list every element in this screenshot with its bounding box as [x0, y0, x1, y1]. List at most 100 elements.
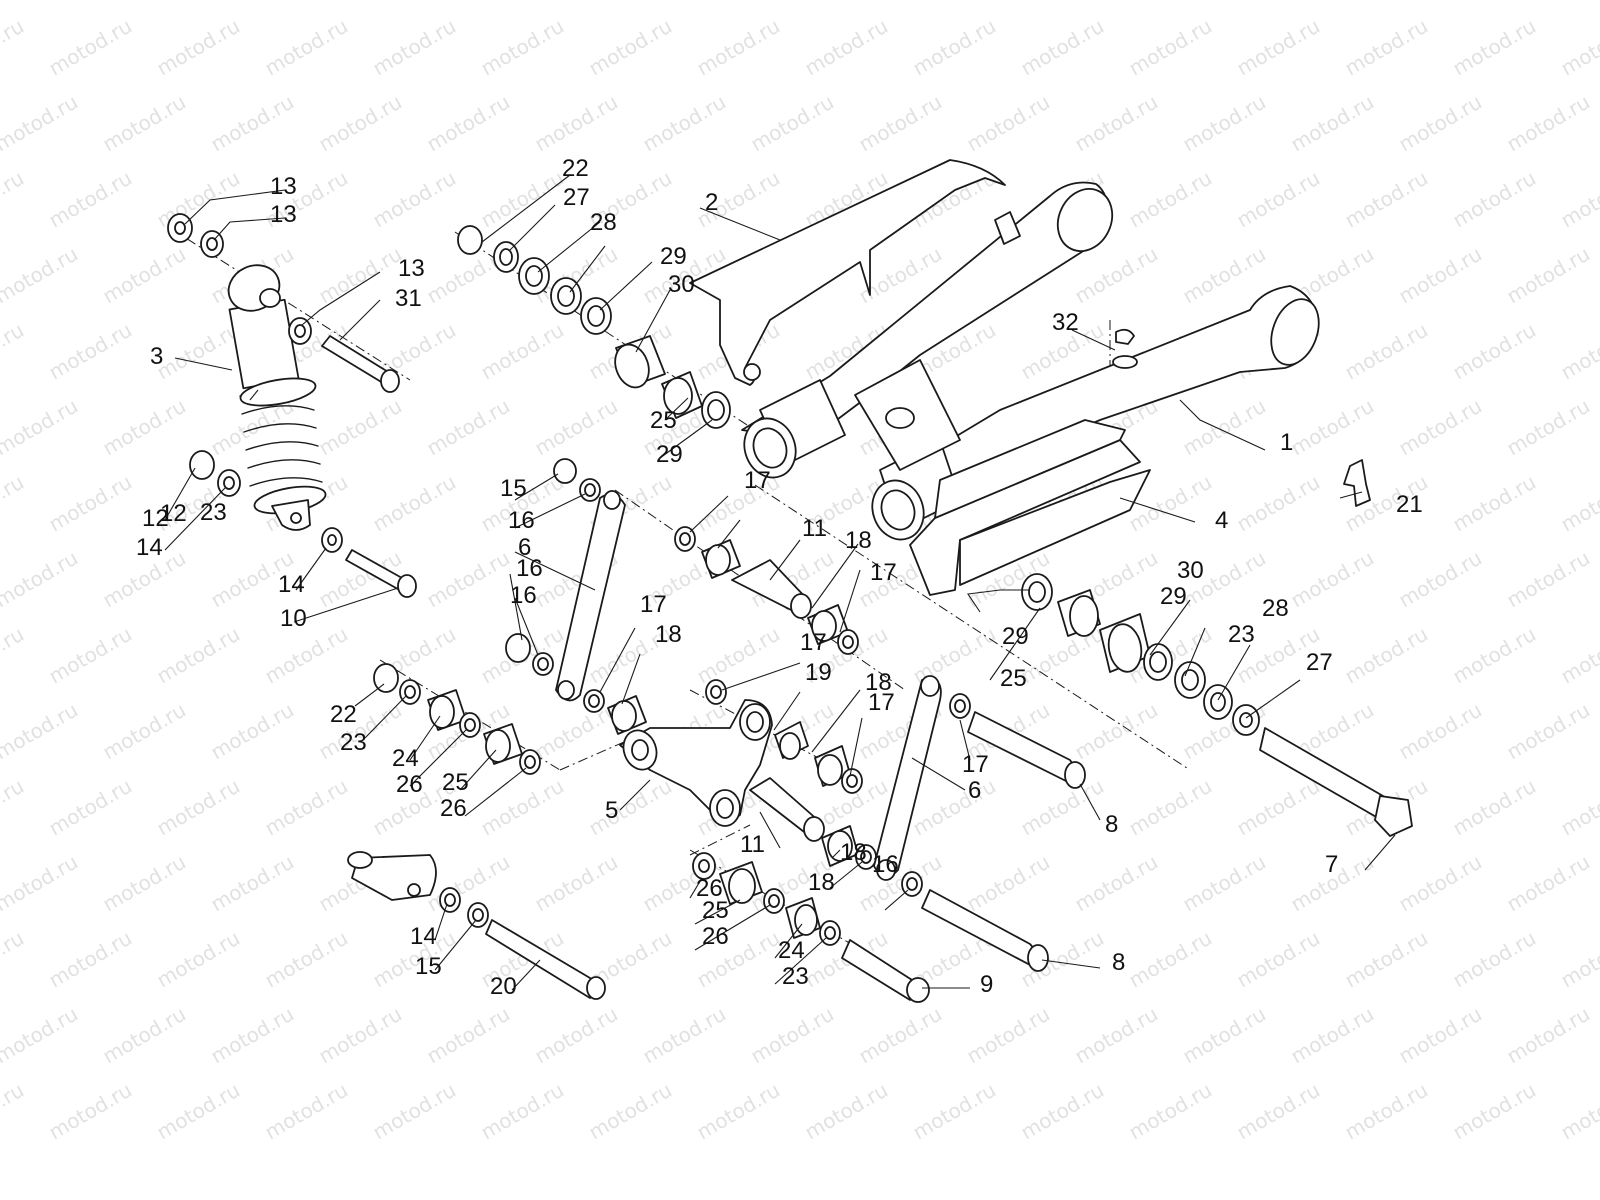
callout-number: 25 — [442, 769, 469, 796]
callout-number: 26 — [696, 875, 723, 902]
watermark-text: motod.ru — [0, 14, 28, 81]
callout-number: 29 — [656, 441, 683, 468]
watermark-text: motod.ru — [45, 470, 136, 537]
watermark-text: motod.ru — [1287, 1002, 1378, 1069]
watermark-text: motod.ru — [693, 622, 784, 689]
callout-number: 25 — [650, 407, 677, 434]
watermark-text: motod.ru — [99, 1002, 190, 1069]
watermark-text: motod.ru — [1287, 546, 1378, 613]
callout-number: 10 — [280, 605, 307, 632]
callout-number: 29 — [1002, 623, 1029, 650]
callout-number: 26 — [440, 795, 467, 822]
callout-number: 22 — [330, 701, 357, 728]
callout-number: 15 — [415, 953, 442, 980]
callout-number: 16 — [516, 555, 543, 582]
callout-number: 5 — [605, 797, 618, 824]
callout-number: 24 — [392, 745, 419, 772]
watermark-text: motod.ru — [1071, 1002, 1162, 1069]
callout-number: 17 — [800, 629, 827, 656]
callout-number: 18 — [840, 839, 867, 866]
watermark-text: motod.ru — [261, 14, 352, 81]
watermark-text: motod.ru — [0, 318, 28, 385]
watermark-text: motod.ru — [1071, 698, 1162, 765]
callout-number: 20 — [490, 973, 517, 1000]
watermark-text: motod.ru — [1071, 850, 1162, 917]
watermark-text: motod.ru — [1557, 166, 1600, 233]
callout-number: 17 — [962, 751, 989, 778]
watermark-text: motod.ru — [0, 90, 82, 157]
watermark-text: motod.ru — [1503, 698, 1594, 765]
watermark-text: motod.ru — [0, 470, 28, 537]
watermark-text: motod.ru — [963, 0, 1054, 4]
watermark-text: motod.ru — [477, 166, 568, 233]
watermark-text: motod.ru — [1287, 0, 1378, 4]
watermark-text: motod.ru — [423, 1002, 514, 1069]
callout-number: 32 — [1052, 309, 1079, 336]
watermark-text: motod.ru — [1017, 1078, 1108, 1145]
chain-slider — [909, 419, 1151, 596]
watermark-text: motod.ru — [1503, 90, 1594, 157]
callout-number: 11 — [802, 515, 827, 542]
leader-lines — [164, 174, 1396, 991]
watermark-text: motod.ru — [0, 394, 82, 461]
watermark-text: motod.ru — [207, 698, 298, 765]
callout-number: 11 — [740, 831, 765, 858]
watermark-text: motod.ru — [45, 318, 136, 385]
watermark-text: motod.ru — [1557, 470, 1600, 537]
watermark-text: motod.ru — [1395, 850, 1486, 917]
watermark-text: motod.ru — [1395, 0, 1486, 4]
watermark-text: motod.ru — [1449, 470, 1540, 537]
watermark-text: motod.ru — [0, 774, 28, 841]
callout-number: 29 — [1160, 583, 1187, 610]
watermark-text: motod.ru — [1449, 14, 1540, 81]
watermark-text: motod.ru — [45, 1078, 136, 1145]
watermark-text: motod.ru — [1017, 14, 1108, 81]
watermark-text: motod.ru — [747, 0, 838, 4]
watermark-text: motod.ru — [45, 622, 136, 689]
watermark-text: motod.ru — [45, 14, 136, 81]
watermark-text: motod.ru — [477, 14, 568, 81]
watermark-text: motod.ru — [531, 1002, 622, 1069]
callout-number: 22 — [562, 155, 589, 182]
callout-number: 31 — [395, 285, 422, 312]
watermark-text: motod.ru — [45, 774, 136, 841]
watermark-text: motod.ru — [99, 242, 190, 309]
watermark-text: motod.ru — [1557, 1078, 1600, 1145]
watermark-text: motod.ru — [1503, 1002, 1594, 1069]
watermark-text: motod.ru — [1125, 774, 1216, 841]
watermark-text: motod.ru — [1341, 926, 1432, 993]
callout-number: 23 — [200, 499, 227, 526]
callout-number: 18 — [655, 621, 682, 648]
callout-number: 14 — [136, 534, 163, 561]
watermark-text: motod.ru — [909, 1078, 1000, 1145]
watermark-text: motod.ru — [207, 90, 298, 157]
watermark-text: motod.ru — [531, 90, 622, 157]
watermark-text: motod.ru — [963, 850, 1054, 917]
watermark-text: motod.ru — [99, 90, 190, 157]
watermark-text: motod.ru — [855, 90, 946, 157]
watermark-text: motod.ru — [99, 0, 190, 4]
callout-number: 16 — [508, 507, 535, 534]
callout-number: 14 — [410, 923, 437, 950]
callout-number: 6 — [968, 777, 981, 804]
callout-number: 23 — [340, 729, 367, 756]
watermark-text: motod.ru — [801, 14, 892, 81]
watermark-text: motod.ru — [1449, 622, 1540, 689]
watermark-text: motod.ru — [855, 1002, 946, 1069]
watermark-text: motod.ru — [423, 850, 514, 917]
watermark-text: motod.ru — [1125, 14, 1216, 81]
callout-number: 23 — [1228, 621, 1255, 648]
callout-number: 27 — [1306, 649, 1333, 676]
watermark-text: motod.ru — [1233, 470, 1324, 537]
watermark-text: motod.ru — [477, 318, 568, 385]
watermark-text: motod.ru — [0, 166, 28, 233]
watermark-text: motod.ru — [369, 166, 460, 233]
watermark-text: motod.ru — [1341, 1078, 1432, 1145]
watermark-text: motod.ru — [1233, 14, 1324, 81]
watermark-text: motod.ru — [423, 0, 514, 4]
callout-number: 19 — [805, 659, 832, 686]
watermark-text: motod.ru — [315, 1002, 406, 1069]
callout-number: 18 — [808, 869, 835, 896]
watermark-text: motod.ru — [477, 774, 568, 841]
watermark-text: motod.ru — [0, 926, 28, 993]
